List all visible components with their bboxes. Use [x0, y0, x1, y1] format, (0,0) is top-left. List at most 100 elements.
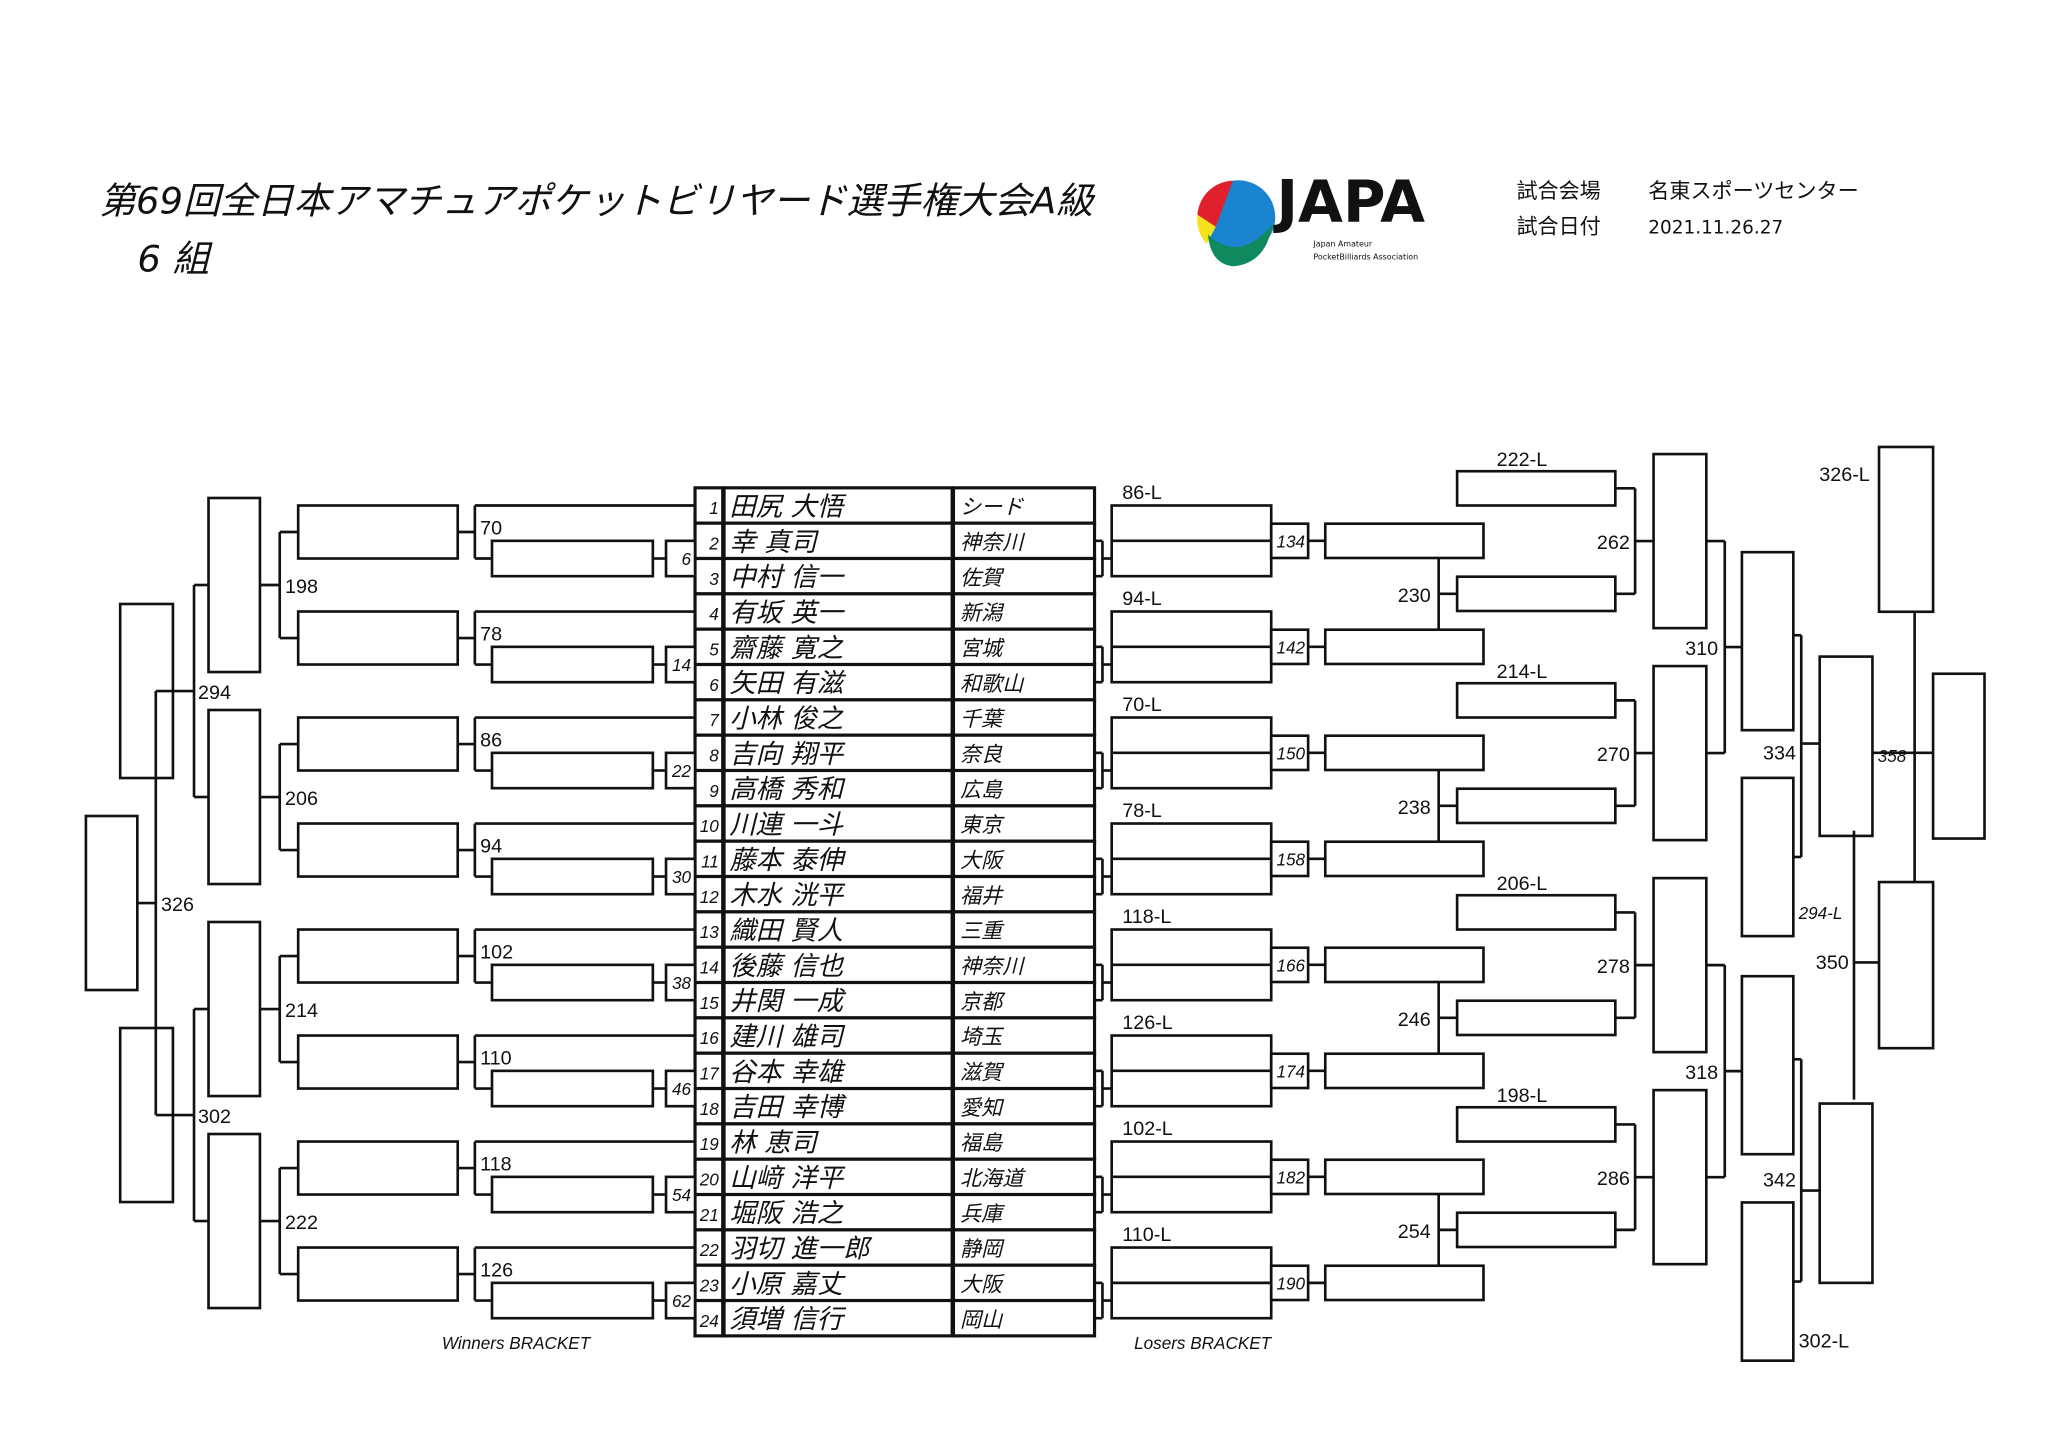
- winners-r1-slot[interactable]: [490, 645, 655, 684]
- winners-r3-slot[interactable]: [207, 496, 262, 674]
- losers-r1-slot[interactable]: [1323, 628, 1485, 666]
- logo-green-segment: [1207, 224, 1273, 267]
- date-value: 2021.11.26.27: [1648, 217, 1783, 238]
- losers-drop-label: 70-L: [1122, 694, 1162, 716]
- winners-r3-match-number: 198: [285, 576, 318, 598]
- losers-drop-slot[interactable]: [1455, 681, 1617, 719]
- winners-r1-match[interactable]: [664, 1175, 697, 1214]
- venue-value: 名東スポーツセンター: [1648, 178, 1858, 203]
- winners-r1-slot[interactable]: [490, 963, 655, 1002]
- losers-r1-slot[interactable]: [1323, 734, 1485, 772]
- winners-r2-slot[interactable]: [296, 822, 460, 878]
- winners-r1-slot[interactable]: [490, 1175, 655, 1214]
- winners-r2-slot[interactable]: [296, 928, 460, 984]
- winners-r2-match-number: 118: [480, 1154, 512, 1176]
- player-name: 木水 洸平: [729, 881, 845, 911]
- player-number: 18: [700, 1099, 720, 1119]
- losers-drop-slot[interactable]: [1455, 469, 1617, 507]
- losers-r2-slot[interactable]: [1455, 787, 1617, 825]
- losers-r3-slot[interactable]: [1652, 452, 1708, 630]
- losers-r1-match-number: 142: [1276, 637, 1305, 657]
- losers-r1-slot[interactable]: [1323, 840, 1485, 878]
- losers-r3-slot[interactable]: [1652, 1088, 1708, 1266]
- winners-bracket: 6701478228630943810246110541186212619820…: [84, 496, 697, 1320]
- player-prefecture: 北海道: [960, 1166, 1026, 1191]
- losers-r2-slot[interactable]: [1455, 575, 1617, 613]
- player-number: 24: [699, 1311, 719, 1331]
- winners-r1-match[interactable]: [664, 1281, 697, 1320]
- losers-drop-slot[interactable]: [1877, 445, 1935, 614]
- losers-drop-slot[interactable]: [1455, 1105, 1617, 1143]
- losers-r3-slot[interactable]: [1652, 876, 1708, 1054]
- losers-r6-slot[interactable]: [1877, 880, 1935, 1050]
- winners-r1-slot[interactable]: [490, 1281, 655, 1320]
- player-number-cell: [693, 592, 725, 631]
- winners-r1-match[interactable]: [664, 645, 697, 684]
- losers-r5-slot[interactable]: [1818, 655, 1874, 838]
- player-number: 20: [699, 1170, 720, 1190]
- winners-r1-match[interactable]: [664, 1069, 697, 1108]
- losers-r1-match[interactable]: [1269, 522, 1310, 560]
- losers-drop-label: 102-L: [1122, 1118, 1173, 1140]
- player-pref-cell: [951, 768, 1097, 808]
- logo-blue-segment: [1203, 180, 1276, 255]
- losers-drop-label: 214-L: [1497, 661, 1548, 683]
- winners-r2-slot[interactable]: [296, 504, 460, 560]
- losers-final-slot[interactable]: [1931, 672, 1986, 840]
- winners-r1-slot[interactable]: [490, 751, 655, 790]
- winners-r1-match[interactable]: [664, 751, 697, 790]
- player-name: 堀阪 浩之: [729, 1199, 843, 1229]
- losers-r1-match[interactable]: [1269, 1264, 1310, 1302]
- winners-r2-match-number: 126: [480, 1260, 513, 1282]
- losers-r1-match[interactable]: [1269, 734, 1310, 772]
- losers-drop-slot[interactable]: [1740, 1201, 1795, 1362]
- player-pref-cell: [951, 1016, 1097, 1055]
- winners-r1-slot[interactable]: [490, 857, 655, 896]
- losers-r4-slot[interactable]: [1740, 550, 1795, 732]
- player-number: 15: [700, 993, 720, 1013]
- winners-r1-match-number: 14: [672, 655, 691, 675]
- winners-r2-slot[interactable]: [296, 1246, 460, 1302]
- losers-r1-match-number: 174: [1276, 1061, 1305, 1081]
- winners-r2-slot[interactable]: [296, 716, 460, 772]
- player-prefecture: 佐賀: [960, 565, 1005, 590]
- winners-final-match-number: 326: [161, 894, 194, 916]
- losers-r1-match[interactable]: [1269, 1158, 1310, 1196]
- losers-drop-slot[interactable]: [1740, 776, 1795, 938]
- losers-r2-slot[interactable]: [1455, 1211, 1617, 1249]
- losers-r1-slot[interactable]: [1323, 1158, 1485, 1196]
- losers-drop-label: 110-L: [1122, 1224, 1171, 1246]
- losers-r3-slot[interactable]: [1652, 664, 1708, 842]
- winners-r1-slot[interactable]: [490, 1069, 655, 1108]
- winners-r3-slot[interactable]: [207, 708, 262, 886]
- winners-r3-slot[interactable]: [207, 1132, 262, 1310]
- losers-r1-slot[interactable]: [1323, 522, 1485, 560]
- winners-r1-match[interactable]: [664, 963, 697, 1002]
- winners-r3-match-number: 214: [285, 1000, 318, 1022]
- winners-r1-match-number: 62: [672, 1291, 692, 1311]
- winners-r2-slot[interactable]: [296, 610, 460, 666]
- losers-r1-slot[interactable]: [1323, 1052, 1485, 1090]
- losers-drop-label: 198-L: [1497, 1085, 1548, 1107]
- losers-r1-match[interactable]: [1269, 840, 1310, 878]
- winners-r2-slot[interactable]: [296, 1140, 460, 1196]
- losers-r2-slot[interactable]: [1455, 999, 1617, 1037]
- player-name-cell: [722, 1228, 954, 1267]
- losers-r5-slot[interactable]: [1818, 1102, 1874, 1285]
- losers-r1-slot[interactable]: [1323, 1264, 1485, 1302]
- winners-r3-slot[interactable]: [207, 920, 262, 1098]
- losers-r4-slot[interactable]: [1740, 974, 1795, 1156]
- winners-r2-match-number: 78: [480, 624, 502, 646]
- winners-r1-match[interactable]: [664, 539, 697, 578]
- player-name-cell: [722, 1192, 954, 1232]
- winners-r1-match[interactable]: [664, 857, 697, 896]
- player-number: 3: [709, 569, 719, 589]
- winners-r1-slot[interactable]: [490, 539, 655, 578]
- losers-r1-slot[interactable]: [1323, 946, 1485, 984]
- winners-r2-slot[interactable]: [296, 1034, 460, 1090]
- winners-final-slot[interactable]: [84, 814, 139, 992]
- japa-logo: JAPA Japan Amateur PocketBilliards Assoc…: [1197, 168, 1425, 267]
- losers-drop-slot[interactable]: [1455, 893, 1617, 931]
